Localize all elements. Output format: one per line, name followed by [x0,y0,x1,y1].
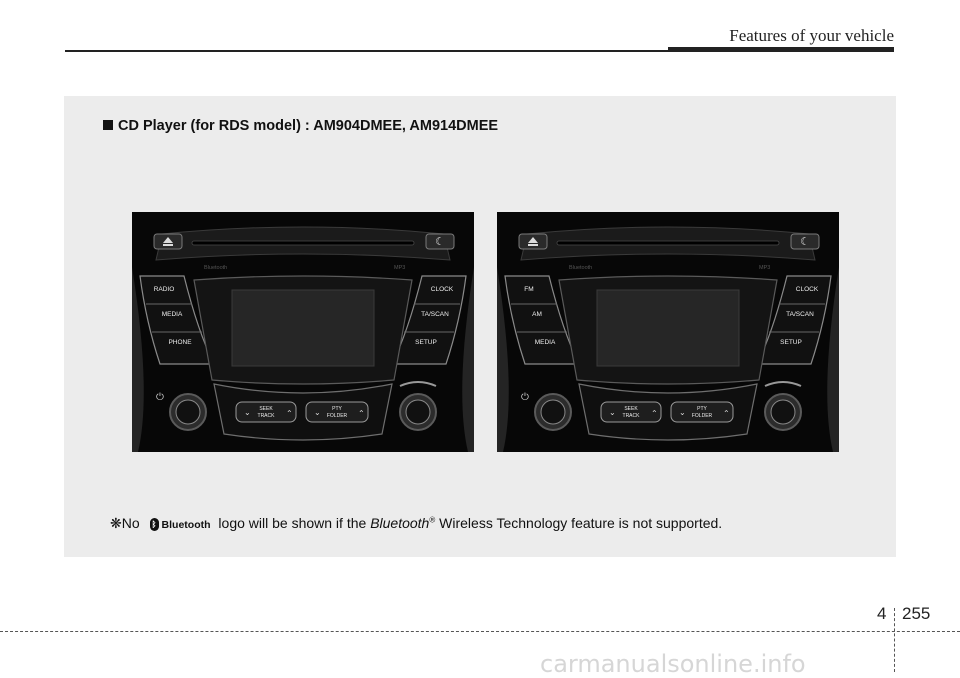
bluetooth-logo-text: Bluetooth [161,518,211,531]
radio-right-btn-1: CLOCK [796,286,819,293]
header-title: Features of your vehicle [729,26,894,45]
watermark: carmanualsonline.info [540,650,806,678]
note-prefix: ❋No [110,515,140,531]
footer-rule [0,631,960,632]
radio-seek-line-2: TRACK [623,413,641,419]
footer-divider [894,608,895,672]
radio-mp3-label: MP3 [759,265,770,271]
radio-left-btn-3: MEDIA [535,339,556,346]
svg-text:☾: ☾ [800,235,810,248]
radio-seek-line-2: TRACK [258,413,276,419]
header-rule [65,50,893,52]
svg-text:⏻: ⏻ [521,392,529,403]
radio-right-btn-2: TA/SCAN [786,311,814,318]
radio-folder-line-1: PTY [697,406,707,412]
radio-right-btn-2: TA/SCAN [421,311,449,318]
svg-text:⌃: ⌃ [358,409,365,418]
note-middle: logo will be shown if the [218,515,367,531]
note-brand: Bluetooth [370,515,430,531]
header-rule-accent [668,47,894,52]
bluetooth-icon: ᛒ [149,518,159,531]
radio-mp3-label: MP3 [394,265,405,271]
svg-text:⌄: ⌄ [314,408,321,417]
svg-text:☾: ☾ [435,235,445,248]
radio-left-btn-1: FM [524,286,533,293]
radio-right-btn-1: CLOCK [431,286,454,293]
radio-seek-line-1: SEEK [624,406,638,412]
svg-text:⏻: ⏻ [156,392,164,403]
radio-image-left: ☾ RADIO MEDIA PHONE CLOCK TA/SCAN SETUP … [132,212,474,452]
note-registered: ® [429,515,436,525]
section-title: CD Player (for RDS model) : AM904DMEE, A… [103,118,498,134]
radio-right-btn-3: SETUP [780,339,802,346]
svg-text:⌃: ⌃ [651,409,658,418]
radio-folder-line-1: PTY [332,406,342,412]
radio-folder-line-2: FOLDER [692,413,713,419]
svg-text:⌄: ⌄ [244,408,251,417]
radio-right-btn-3: SETUP [415,339,437,346]
page-chapter: 4 [877,604,887,623]
radio-left-btn-2: AM [532,311,542,318]
radio-seek-line-1: SEEK [259,406,273,412]
radio-image-right: ☾ FM AM MEDIA CLOCK TA/SCAN SETUP Blueto… [497,212,839,452]
radio-left-btn-3: PHONE [168,339,192,346]
radio-bluetooth-label: Bluetooth [204,265,227,271]
svg-text:⌃: ⌃ [286,409,293,418]
radio-left-btn-2: MEDIA [162,311,183,318]
page-number: 255 [902,604,931,623]
radio-folder-line-2: FOLDER [327,413,348,419]
radio-left-btn-1: RADIO [154,286,175,293]
svg-text:⌄: ⌄ [609,408,616,417]
note-suffix: Wireless Technology feature is not suppo… [439,515,723,531]
svg-text:⌄: ⌄ [679,408,686,417]
square-bullet-icon [103,120,113,130]
svg-text:⌃: ⌃ [723,409,730,418]
radio-bluetooth-label: Bluetooth [569,265,592,271]
section-title-text: CD Player (for RDS model) : AM904DMEE, A… [118,118,499,134]
